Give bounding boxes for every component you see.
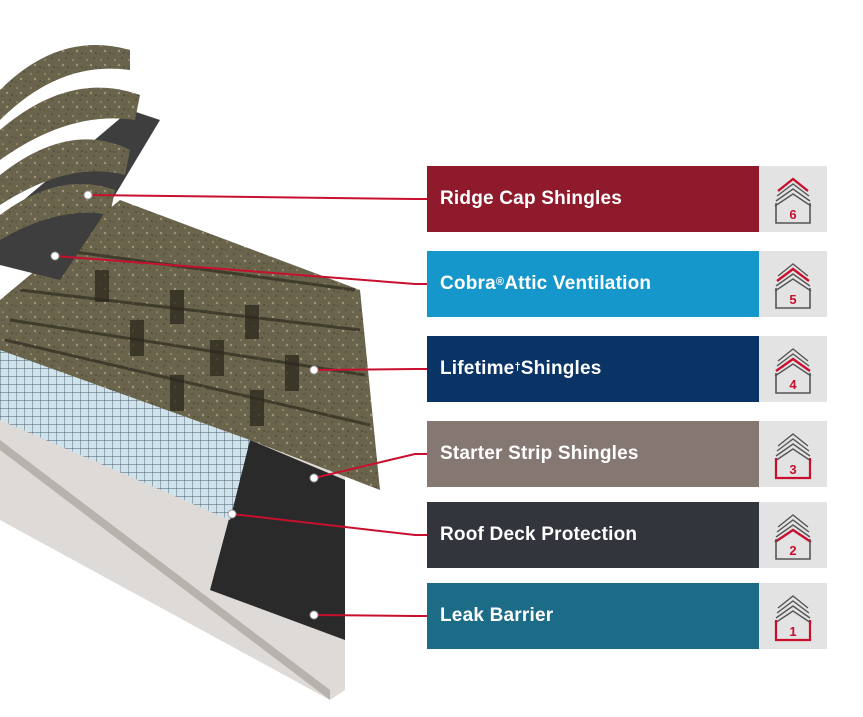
leader-line-5 [54, 255, 427, 285]
layer-name: Starter Strip Shingles [440, 443, 639, 464]
layer-name: Ridge Cap Shingles [440, 188, 623, 209]
house-layer-6-icon: 6 [759, 166, 827, 232]
layer-name-rest: Attic Ventilation [504, 273, 652, 294]
house-layer-5-icon: 5 [759, 251, 827, 317]
layer-name-superscript: ® [495, 276, 505, 288]
house-layer-3-icon: 3 [759, 421, 827, 487]
leader-dot-4 [309, 365, 319, 375]
layer-label-5: Cobra® Attic Ventilation [427, 251, 759, 317]
layer-row-3: Starter Strip Shingles 3 [427, 421, 827, 487]
layer-row-4: Lifetime† Shingles 4 [427, 336, 827, 402]
svg-text:2: 2 [789, 543, 796, 558]
ridge-cap-shingles-layer [0, 45, 140, 240]
layer-name: Cobra [440, 273, 496, 294]
layer-name: Roof Deck Protection [440, 524, 638, 545]
layer-label-2: Roof Deck Protection [427, 502, 759, 568]
leader-dot-3 [309, 473, 319, 483]
leader-line-1 [313, 614, 427, 617]
leader-line-4 [313, 368, 427, 371]
house-layer-2-icon: 2 [759, 502, 827, 568]
leader-dot-2 [227, 509, 237, 519]
leader-dot-5 [50, 251, 60, 261]
layer-row-5: Cobra® Attic Ventilation 5 [427, 251, 827, 317]
leader-dot-1 [309, 610, 319, 620]
layer-row-1: Leak Barrier 1 [427, 583, 827, 649]
house-layer-1-icon: 1 [759, 583, 827, 649]
svg-text:4: 4 [789, 377, 797, 392]
leader-lines [50, 190, 427, 620]
leak-barrier-layer [210, 440, 345, 640]
leader-line-6 [87, 194, 427, 200]
layer-label-3: Starter Strip Shingles [427, 421, 759, 487]
leader-line-3 [313, 453, 427, 479]
layer-name-superscript: † [514, 361, 521, 373]
layer-label-4: Lifetime† Shingles [427, 336, 759, 402]
layer-name-rest: Shingles [520, 358, 602, 379]
layer-row-2: Roof Deck Protection 2 [427, 502, 827, 568]
roof-deck-protection-layer [0, 350, 250, 520]
svg-text:5: 5 [789, 292, 796, 307]
layer-label-6: Ridge Cap Shingles [427, 166, 759, 232]
svg-text:6: 6 [789, 207, 796, 222]
layer-name: Lifetime [440, 358, 515, 379]
svg-text:1: 1 [789, 624, 796, 639]
layer-label-1: Leak Barrier [427, 583, 759, 649]
svg-text:3: 3 [789, 462, 796, 477]
house-layer-4-icon: 4 [759, 336, 827, 402]
layer-name: Leak Barrier [440, 605, 554, 626]
leader-dot-6 [83, 190, 93, 200]
leader-line-2 [231, 513, 427, 536]
layer-row-6: Ridge Cap Shingles 6 [427, 166, 827, 232]
